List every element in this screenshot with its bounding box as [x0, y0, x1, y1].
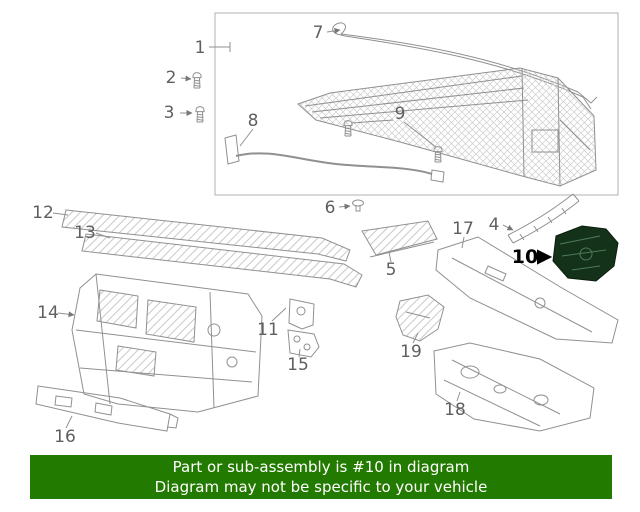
part-label-17: 17: [452, 219, 474, 239]
part-label-12: 12: [32, 203, 54, 223]
part-label-7: 7: [312, 23, 324, 43]
part-label-10: 10: [511, 246, 539, 268]
part-label-4: 4: [488, 215, 500, 235]
banner-line-2: Diagram may not be specific to your vehi…: [154, 478, 488, 496]
part-label-3: 3: [163, 103, 175, 123]
part-label-8: 8: [247, 111, 259, 131]
part-label-15: 15: [287, 355, 309, 375]
part-label-18: 18: [444, 400, 466, 420]
part-label-13: 13: [74, 223, 96, 243]
part-label-1: 1: [194, 38, 206, 58]
highlighted-part-10: [536, 225, 619, 282]
vehicle-note-banner: Part or sub-assembly is #10 in diagram D…: [30, 455, 612, 499]
part-label-11: 11: [257, 320, 279, 340]
banner-line-1: Part or sub-assembly is #10 in diagram: [172, 458, 470, 476]
part-label-5: 5: [385, 260, 397, 280]
part-label-14: 14: [37, 303, 59, 323]
part-label-19: 19: [400, 342, 422, 362]
part-label-6: 6: [324, 198, 336, 218]
part-label-9: 9: [394, 104, 406, 124]
part-label-16: 16: [54, 427, 76, 447]
part-label-2: 2: [165, 68, 177, 88]
assembly-box: [214, 12, 619, 196]
